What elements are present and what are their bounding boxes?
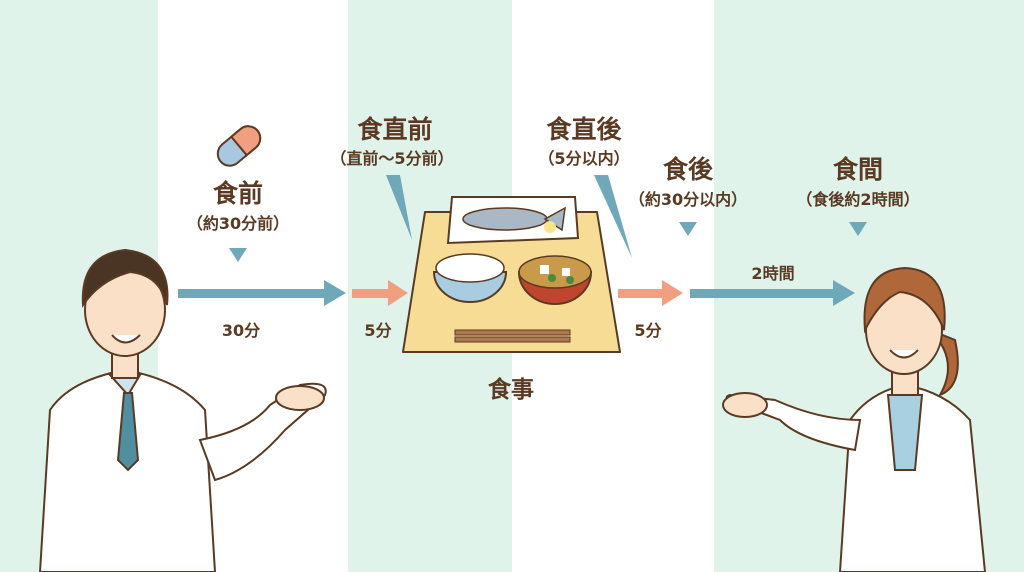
pointer-triangle-icon	[849, 222, 867, 236]
pointer-triangle-icon	[679, 222, 697, 236]
arrow-icon	[178, 280, 346, 306]
before-meal-detail: （約30分前）	[186, 214, 290, 233]
capsule-icon	[216, 125, 262, 167]
arrow-icon	[352, 280, 408, 306]
female-doctor-illustration	[722, 266, 987, 572]
just-after-meal-title: 食直後	[546, 115, 622, 144]
pointer-icon	[386, 175, 412, 240]
just-before-meal-detail: （直前〜5分前）	[330, 149, 454, 168]
after-meal-title: 食後	[662, 155, 714, 184]
interval-label: 2時間	[751, 264, 795, 283]
between-meals-title: 食間	[832, 155, 884, 184]
meal-tray-icon	[402, 196, 621, 353]
interval-label: 30分	[221, 321, 261, 340]
after-meal-detail: （約30分以内）	[628, 190, 748, 209]
pointer-icon	[594, 175, 632, 258]
before-meal-title: 食前	[212, 179, 264, 208]
interval-label: 5分	[634, 321, 662, 340]
male-doctor-illustration	[38, 248, 327, 572]
arrow-icon	[618, 280, 683, 306]
pointer-triangle-icon	[229, 248, 247, 262]
just-after-meal-detail: （5分以内）	[538, 149, 630, 168]
meal-label: 食事	[488, 377, 534, 403]
just-before-meal-title: 食直前	[357, 115, 433, 144]
interval-label: 5分	[364, 321, 392, 340]
arrow-icon	[690, 280, 855, 306]
between-meals-detail: （食後約2時間）	[796, 190, 920, 209]
